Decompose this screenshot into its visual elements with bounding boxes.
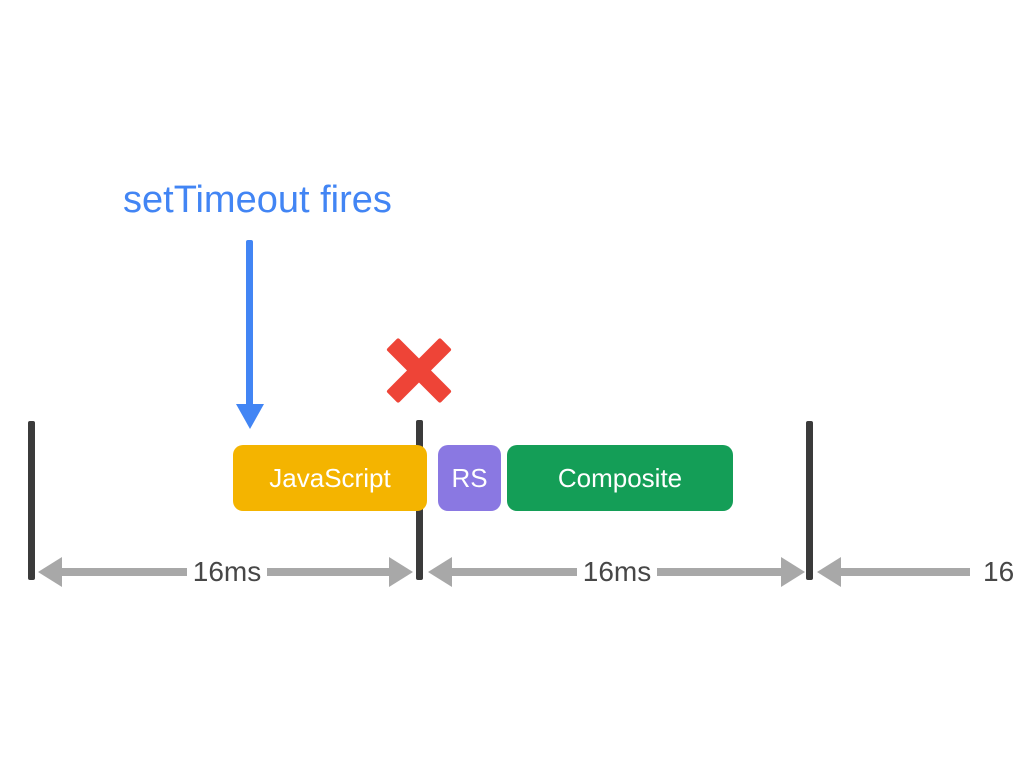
task-javascript: JavaScript — [233, 445, 427, 511]
x-cross-icon — [381, 333, 457, 409]
task-javascript-label: JavaScript — [269, 462, 391, 493]
measure-arrowhead-left-icon — [817, 557, 841, 587]
task-composite-label: Composite — [557, 462, 683, 493]
measure-arrowhead-right-icon — [389, 557, 413, 587]
down-arrow-shaft — [246, 240, 253, 406]
measure-line — [450, 568, 577, 576]
interval-label-1: 16ms — [192, 556, 262, 587]
interval-label-2: 16ms — [582, 556, 652, 587]
measure-arrowhead-right-icon — [781, 557, 805, 587]
task-rs: RS — [438, 445, 501, 511]
frame-boundary-3 — [806, 421, 813, 580]
measure-line — [60, 568, 187, 576]
measure-line — [657, 568, 781, 576]
interval-label-3: 16 — [983, 556, 1015, 587]
frame-boundary-1 — [28, 421, 35, 580]
measure-line — [267, 568, 389, 576]
settimeout-fires-label: setTimeout fires — [123, 179, 392, 221]
measure-arrowhead-left-icon — [38, 557, 62, 587]
task-composite: Composite — [507, 445, 733, 511]
measure-line — [839, 568, 970, 576]
task-rs-label: RS — [451, 462, 488, 493]
measure-arrowhead-left-icon — [428, 557, 452, 587]
down-arrow-icon — [236, 404, 264, 429]
